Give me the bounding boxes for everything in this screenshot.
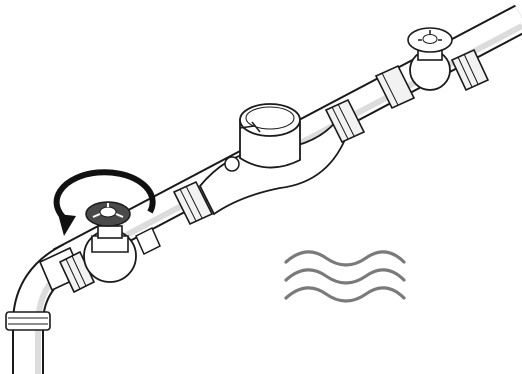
inlet-union-nut: [58, 250, 96, 294]
outlet-valve: [374, 27, 490, 110]
meter-inlet-nut: [172, 180, 214, 226]
wavy-lines-icon: [284, 250, 406, 303]
rotate-arrow-icon: [53, 169, 156, 236]
meter-side-plug-icon: [224, 156, 240, 172]
meter-outlet-nut: [324, 98, 366, 144]
water-meter: [198, 103, 349, 216]
inlet-valve: [83, 201, 161, 283]
